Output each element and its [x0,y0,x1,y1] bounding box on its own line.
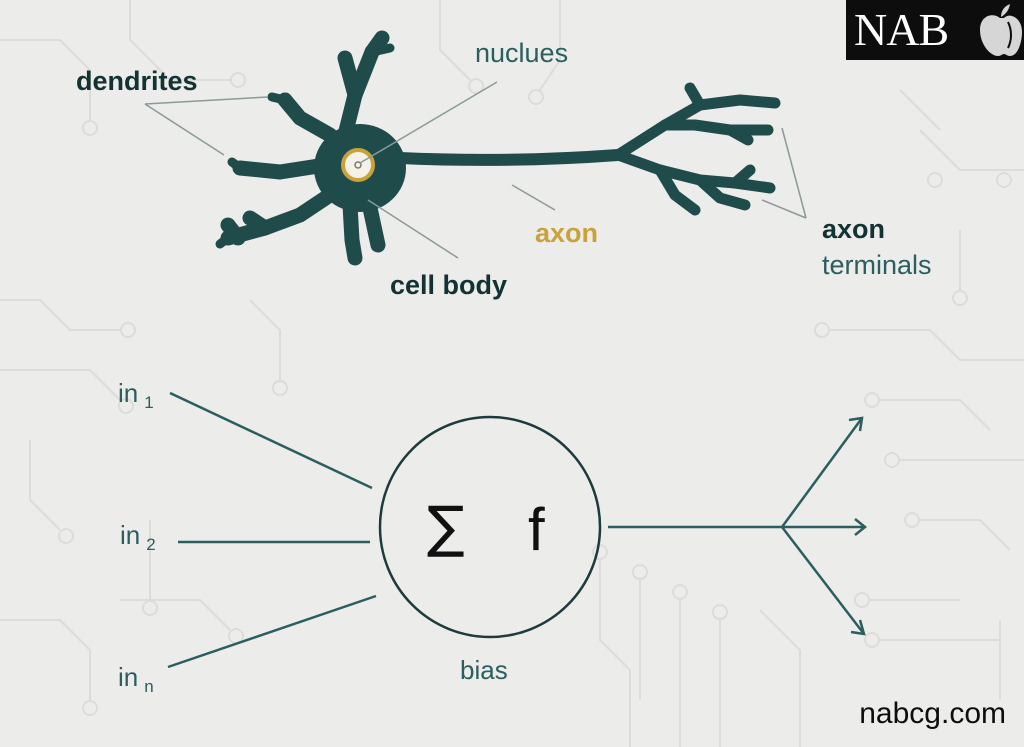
nucleus-label: nuclues [475,38,569,68]
axon-terminals-label-line2: terminals [822,250,932,280]
output-arrow-up [780,417,864,528]
arrowhead-down [850,619,866,636]
neuron-shape [215,30,781,266]
dendrites-label: dendrites [76,66,198,96]
nucleus-shape [341,148,375,182]
axon-label: axon [535,218,599,248]
label-pointers [144,81,807,259]
summation-symbol: ∑ [427,495,465,560]
input-connection-n [167,594,377,669]
input-connection-1 [169,391,373,490]
output-arrow-down [781,526,865,635]
arrowhead-mid [854,518,868,536]
website-footer[interactable]: nabcg.com [859,697,1006,730]
axon-terminals-label-line1: axon [822,214,886,244]
activation-function-symbol: f [528,496,545,563]
apple-icon [980,4,1022,57]
arrowhead-up [848,416,864,432]
axon-shape [394,149,624,166]
cell-body-label: cell body [390,270,508,300]
neuron-node-circle [378,415,602,639]
brand-logo[interactable]: NAB [846,0,1024,60]
bias-label: bias [460,655,508,685]
logo-text: NAB [854,4,949,55]
